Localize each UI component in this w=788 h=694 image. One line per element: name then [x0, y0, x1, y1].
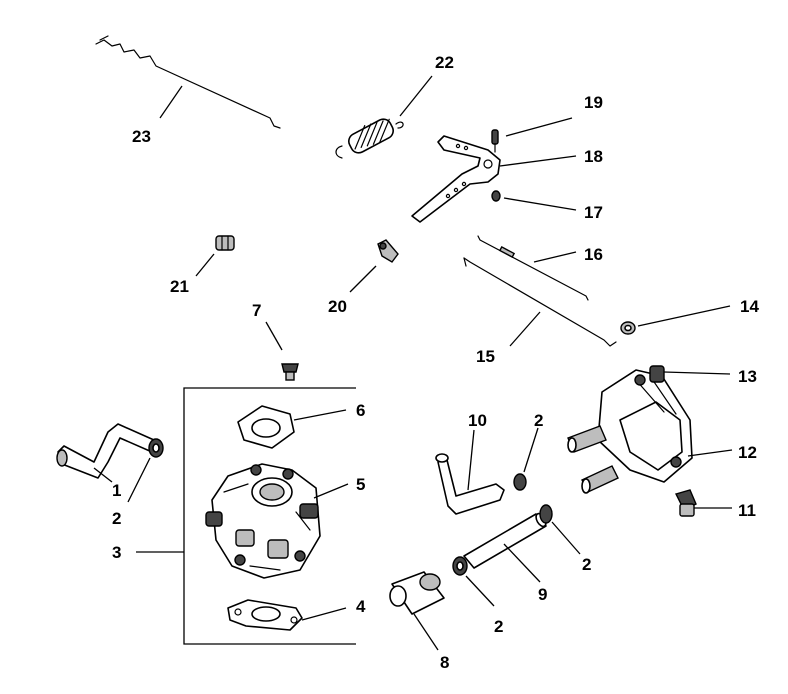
callout-2c: 2	[582, 555, 591, 574]
assembly-bracket-3	[183, 387, 356, 645]
leader-4	[301, 607, 347, 621]
callout-10: 10	[468, 411, 487, 430]
callout-11: 11	[738, 501, 756, 520]
leader-22	[399, 75, 433, 117]
leader-20	[349, 265, 377, 293]
leader-9	[503, 543, 541, 583]
part-1-fuel-hose	[56, 423, 155, 479]
callout-8: 8	[440, 653, 449, 672]
callout-16: 16	[584, 245, 603, 264]
leader-2c	[551, 521, 581, 555]
part-6-gasket	[237, 405, 295, 449]
part-2-clamp-d	[452, 556, 468, 576]
part-2-clamp-b	[513, 473, 527, 491]
callout-9: 9	[538, 585, 547, 604]
part-23-link-rod	[95, 35, 281, 129]
leader-16	[533, 251, 577, 263]
leader-7	[265, 321, 283, 351]
leader-21	[195, 253, 215, 277]
leader-1	[93, 467, 113, 483]
part-22-spring	[335, 118, 404, 159]
callout-6: 6	[356, 401, 365, 420]
callout-5: 5	[356, 475, 365, 494]
leader-5	[313, 483, 349, 499]
callout-2b: 2	[534, 411, 543, 430]
part-18-throttle-lever	[411, 135, 501, 223]
callout-22: 22	[435, 53, 454, 72]
callout-20: 20	[328, 297, 347, 316]
leader-10	[467, 429, 475, 491]
leader-15	[509, 311, 541, 347]
part-8-fuel-filter	[389, 571, 445, 615]
callout-2a: 2	[112, 509, 121, 528]
part-12-fuel-pump	[567, 369, 693, 494]
leader-23	[159, 85, 183, 119]
callout-21: 21	[170, 277, 189, 296]
callout-14: 14	[740, 297, 759, 316]
part-7-screw	[281, 363, 299, 381]
callout-19: 19	[584, 93, 603, 112]
part-14-bushing	[620, 321, 636, 335]
leader-18	[499, 155, 577, 167]
leader-12	[687, 449, 733, 457]
leader-19	[505, 117, 573, 137]
callout-4: 4	[356, 597, 366, 616]
leader-2d	[465, 575, 495, 607]
callout-7: 7	[252, 301, 261, 320]
callout-1: 1	[112, 481, 121, 500]
leader-6	[293, 409, 347, 421]
part-21-fitting	[215, 235, 235, 251]
leader-2a	[127, 457, 151, 503]
part-2-clamp-c	[539, 504, 553, 524]
callout-3: 3	[112, 543, 121, 562]
part-13-screw	[649, 365, 665, 383]
leader-13	[663, 371, 731, 375]
leader-8	[413, 613, 439, 651]
part-19-screw	[491, 129, 499, 153]
part-4-gasket	[227, 599, 303, 631]
part-15-throttle-link	[463, 257, 617, 347]
callout-12: 12	[738, 443, 757, 462]
leader-2b	[523, 427, 539, 473]
part-16-choke-link	[477, 235, 589, 301]
part-2-clamp-a	[148, 438, 164, 458]
callout-2d: 2	[494, 617, 503, 636]
part-10-hose	[435, 453, 505, 515]
callout-18: 18	[584, 147, 603, 166]
part-11-screw	[674, 489, 697, 517]
callout-17: 17	[584, 203, 603, 222]
callout-23: 23	[132, 127, 151, 146]
part-20-clip	[377, 239, 399, 263]
part-17-nut	[491, 190, 501, 202]
callout-15: 15	[476, 347, 495, 366]
leader-17	[503, 197, 577, 211]
leader-14	[637, 305, 731, 327]
part-5-carburetor	[205, 463, 321, 579]
callout-13: 13	[738, 367, 757, 386]
part-9-hose	[463, 512, 547, 569]
